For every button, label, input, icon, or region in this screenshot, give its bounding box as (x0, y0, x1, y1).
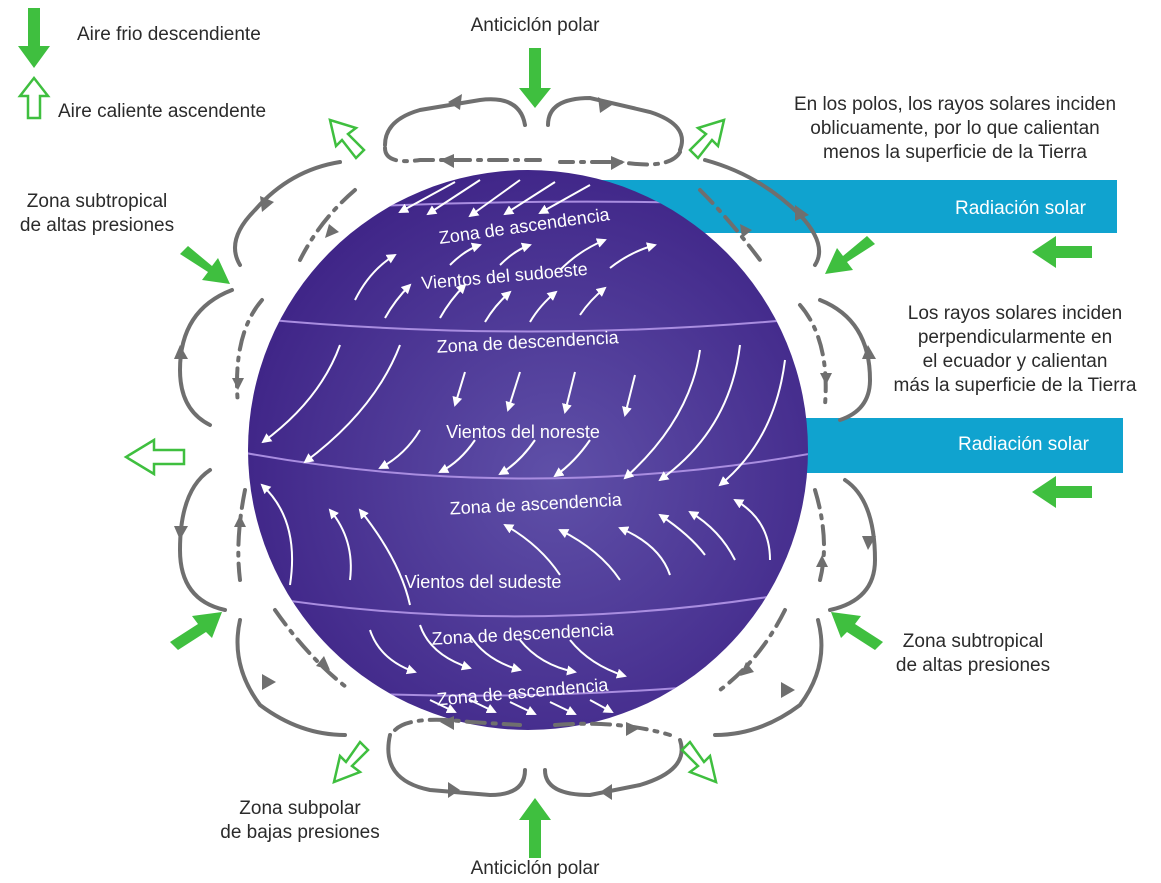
subtropical-right-arrow-icon (825, 236, 875, 274)
note-poles-line2: oblicuamente, por lo que calientan (810, 118, 1100, 139)
subtropical-right-line1: Zona subtropical (902, 631, 1044, 652)
legend-outline-arrow-icon (17, 75, 51, 120)
legend-warm-air-label: Aire caliente ascendente (58, 101, 267, 122)
outline-arrow-topleft-icon (328, 118, 366, 160)
note-equator-line3: el ecuador y calientan (922, 351, 1108, 372)
lower-right-arrow-icon (831, 612, 883, 650)
note-poles-line3: menos la superficie de la Tierra (822, 142, 1087, 163)
subtropical-left-line2: de altas presiones (19, 215, 175, 236)
winds-sudeste-label: Vientos del sudeste (405, 572, 562, 592)
subpolar-line1: Zona subpolar (239, 798, 361, 819)
subtropical-left-arrow-icon (180, 246, 230, 284)
note-poles-line1: En los polos, los rayos solares inciden (793, 94, 1117, 115)
warm-air-arrows (17, 75, 726, 785)
wind-arrows (260, 179, 786, 716)
circulation-cells (177, 95, 878, 798)
note-equator: Los rayos solares inciden perpendicularm… (875, 302, 1155, 398)
subpolar-line2: de bajas presiones (220, 822, 380, 843)
outline-arrow-bottomleft-icon (332, 740, 370, 785)
cold-air-arrows (18, 8, 1092, 858)
winds-noreste-label: Vientos del noreste (446, 422, 600, 442)
subpolar-label: Zona subpolar de bajas presiones (195, 797, 405, 845)
beam-arrow-equator-icon (1032, 476, 1092, 508)
legend-cold-air-label: Aire frio descendiente (77, 24, 261, 45)
polar-top-arrow-icon (519, 48, 551, 108)
beam-arrow-top-icon (1032, 236, 1092, 268)
outline-arrow-topright-icon (688, 118, 726, 160)
polar-bottom-arrow-icon (519, 798, 551, 858)
lower-left-arrow-icon (170, 612, 222, 650)
top-polar-label: Anticiclón polar (470, 15, 600, 36)
cell-arrowheads (174, 94, 876, 800)
subtropical-right-line2: de altas presiones (895, 655, 1051, 676)
outline-arrow-left-icon (123, 437, 186, 477)
beam-top-label: Radiación solar (955, 198, 1086, 219)
outline-arrow-bottomright-icon (680, 740, 718, 785)
note-equator-line1: Los rayos solares inciden (907, 303, 1123, 324)
note-equator-line2: perpendicularmente en (917, 327, 1113, 348)
legend-solid-arrow-icon (18, 8, 50, 68)
note-equator-line4: más la superficie de la Tierra (893, 375, 1137, 396)
bottom-polar-label: Anticiclón polar (470, 858, 600, 879)
subtropical-left-label: Zona subtropical de altas presiones (2, 190, 192, 238)
subtropical-left-line1: Zona subtropical (26, 191, 168, 212)
beam-equator-label: Radiación solar (958, 434, 1089, 455)
note-poles: En los polos, los rayos solares inciden … (750, 93, 1160, 165)
subtropical-right-label: Zona subtropical de altas presiones (868, 630, 1078, 678)
